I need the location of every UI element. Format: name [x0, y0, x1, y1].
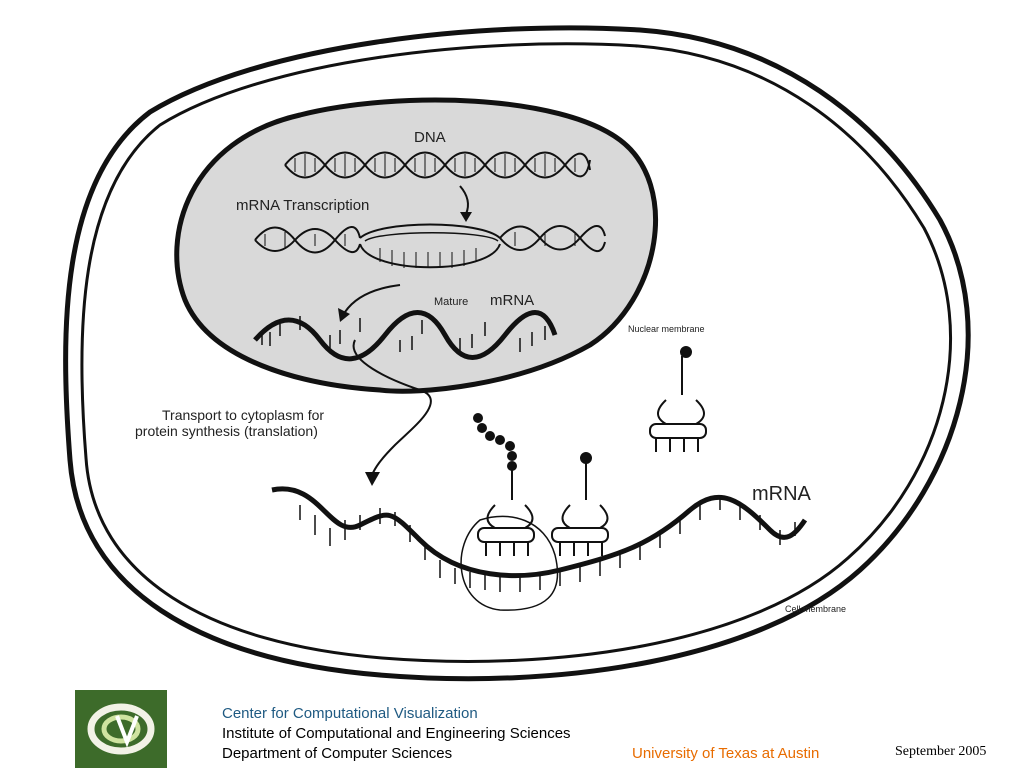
trna-2	[551, 452, 609, 556]
label-transport-line2: protein synthesis (translation)	[135, 423, 318, 439]
arrow-head-2	[338, 308, 350, 322]
ccv-logo-icon	[87, 703, 155, 755]
footer-department-name: Department of Computer Sciences	[222, 745, 453, 762]
dna-helix	[284, 151, 591, 179]
arrow-transcription-to-mature	[344, 284, 401, 313]
label-dna: DNA	[414, 129, 446, 146]
footer-institution-block: Center for Computational Visualization I…	[222, 704, 571, 764]
cytoplasm-mrna-strand	[271, 486, 808, 592]
cell-membrane-inner	[80, 42, 952, 663]
cell-diagram: DNA mRNA Transcription Mature mRNA Nucle…	[63, 25, 971, 682]
label-mature-prefix: Mature	[434, 296, 468, 308]
label-mrna-transcription: mRNA Transcription	[236, 197, 369, 214]
footer-institute-name: Institute of Computational and Engineeri…	[222, 725, 571, 742]
label-cell-membrane: Cell membrane	[785, 604, 846, 614]
ribosome	[460, 515, 559, 611]
label-nuclear-membrane: Nuclear membrane	[628, 324, 705, 334]
nucleus	[174, 97, 659, 394]
arrow-head-1	[460, 212, 472, 222]
cell-membrane-outer	[63, 25, 971, 682]
mature-mrna-strand	[253, 310, 558, 362]
footer-center-name: Center for Computational Visualization	[222, 705, 478, 722]
arrow-head-3	[365, 472, 380, 486]
amino-acid-chain	[473, 413, 517, 471]
trna-1	[477, 470, 535, 556]
ccv-logo	[75, 690, 167, 768]
footer-university: University of Texas at Austin	[632, 745, 820, 762]
arrow-transport-to-cytoplasm	[352, 339, 432, 476]
transcription-bubble	[254, 223, 606, 269]
footer-date: September 2005	[895, 744, 987, 759]
label-mature-mrna: mRNA	[490, 292, 534, 309]
label-mrna: mRNA	[752, 483, 812, 505]
arrow-dna-to-transcription	[459, 185, 469, 215]
label-transport-line1: Transport to cytoplasm for	[162, 407, 324, 423]
trna-3	[649, 346, 707, 452]
